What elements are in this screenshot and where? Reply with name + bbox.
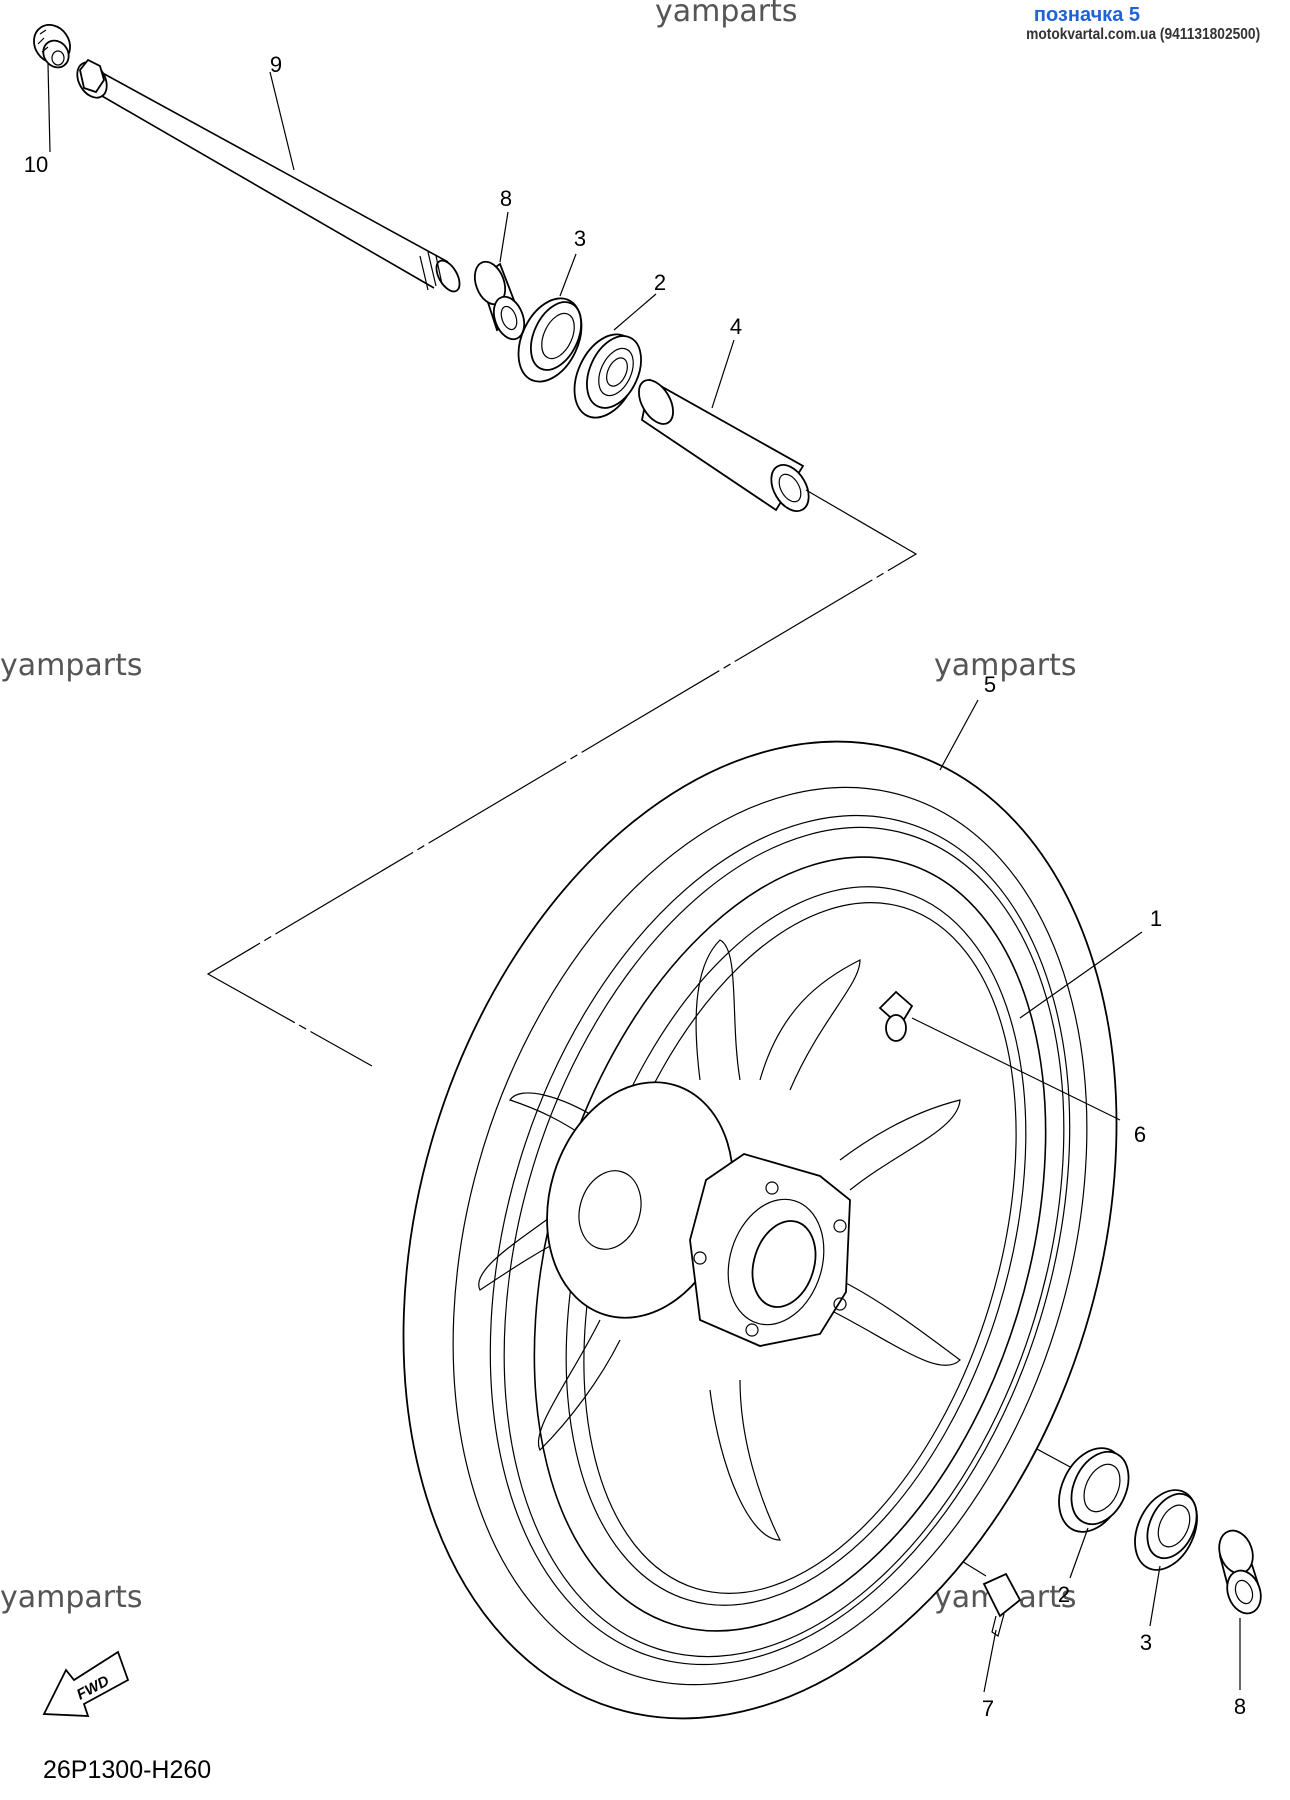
watermark-left-mid: yamparts [0, 648, 143, 683]
callout-4: 4 [730, 314, 742, 339]
callout-2-bottom: 2 [1058, 1582, 1070, 1607]
part-10-axle-nut[interactable] [27, 18, 78, 72]
callout-3-bottom: 3 [1140, 1630, 1152, 1655]
callout-1: 1 [1150, 906, 1162, 931]
watermark-top: yamparts [655, 0, 798, 29]
callout-5: 5 [984, 672, 996, 697]
callout-7: 7 [982, 1696, 994, 1721]
part-3-oil-seal-top[interactable] [506, 288, 594, 391]
part-6-tire-valve[interactable] [878, 990, 914, 1042]
forward-direction-arrow: FWD [42, 1650, 130, 1717]
part-9-axle-shaft[interactable] [71, 57, 464, 295]
header-subtitle: motokvartal.com.ua (941131802500) [1025, 26, 1260, 43]
callout-9: 9 [270, 52, 282, 77]
diagram-code: 26P1300-H260 [43, 1756, 212, 1784]
part-8-collar-top[interactable] [469, 258, 529, 344]
watermark-right-mid: yamparts [934, 648, 1077, 683]
part-3-oil-seal-bottom[interactable] [1123, 1480, 1209, 1580]
part-2-bearing-bottom[interactable] [1046, 1437, 1139, 1542]
callout-2-top: 2 [654, 270, 666, 295]
header-title: позначка 5 [1033, 4, 1140, 26]
part-1-cast-wheel[interactable] [446, 794, 1134, 1694]
callout-6: 6 [1134, 1122, 1146, 1147]
callout-8-top: 8 [500, 186, 512, 211]
part-4-distance-collar[interactable] [632, 374, 816, 517]
callout-10: 10 [24, 152, 48, 177]
callout-leader-lines [47, 63, 1241, 1693]
part-2-bearing-top[interactable] [562, 324, 652, 427]
watermark-left-bottom: yamparts [0, 1580, 143, 1615]
callout-3-top: 3 [574, 226, 586, 251]
callout-8-bottom: 8 [1234, 1694, 1246, 1719]
part-7-balance-weight[interactable] [982, 1572, 1022, 1637]
part-8-collar-bottom[interactable] [1213, 1526, 1266, 1618]
